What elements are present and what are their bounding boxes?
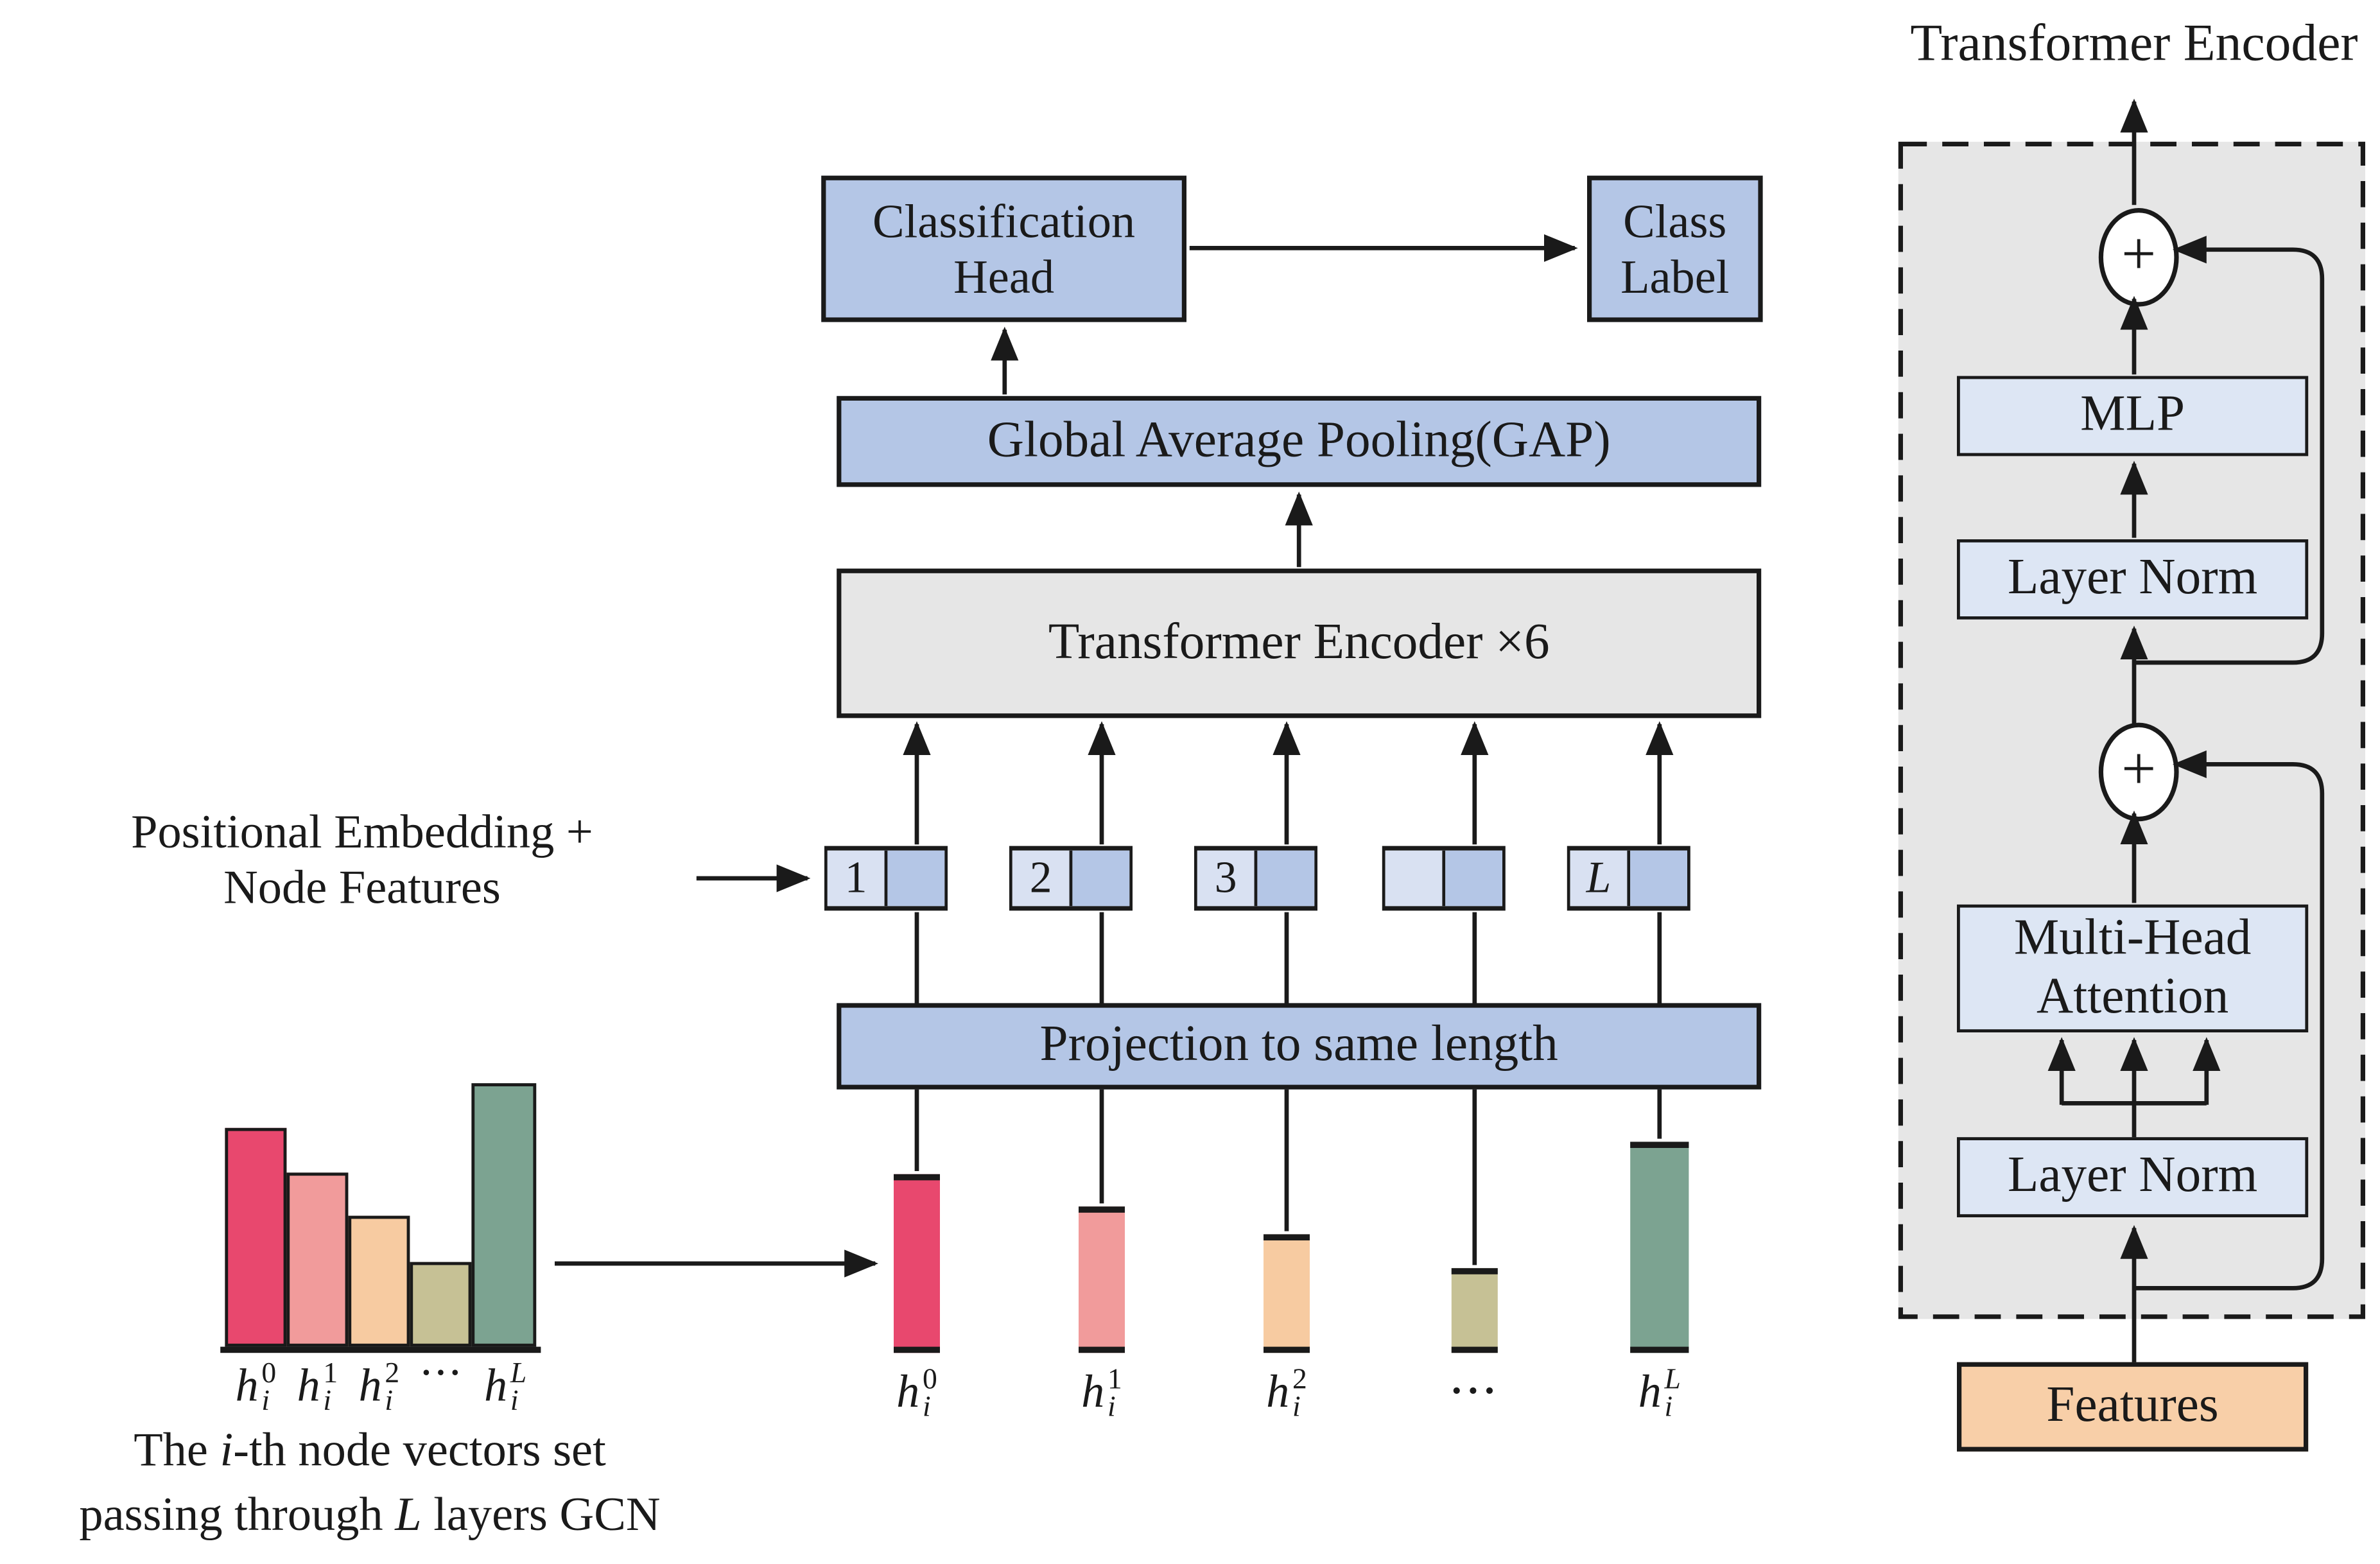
residual-add-2: +: [2098, 722, 2179, 822]
residual-add-1: +: [2098, 208, 2179, 307]
left-bar-dots: [410, 1262, 472, 1347]
gap-label: Global Average Pooling(GAP): [987, 412, 1611, 468]
vector-bar-h0: [894, 1174, 940, 1353]
token-4: [1382, 846, 1506, 911]
transformer-encoder-x6-box: Transformer Encoder ×6: [837, 568, 1762, 718]
gcn-caption-line2: passing through L layers GCN: [79, 1486, 661, 1541]
plus-icon: +: [2121, 218, 2157, 288]
class-label-2: Label: [1620, 248, 1730, 303]
vector-bar-hL: [1630, 1142, 1689, 1353]
panel-title: Transformer Encoder: [1910, 15, 2358, 73]
mlp-label: MLP: [2080, 387, 2185, 442]
layer-norm-top-box: Layer Norm: [1957, 539, 2309, 620]
layer-norm-bottom-box: Layer Norm: [1957, 1137, 2309, 1218]
left-bar-h1: [286, 1172, 349, 1347]
token-4-position-cell: [1385, 850, 1446, 907]
transformer-encoder-x6-label: Transformer Encoder ×6: [1048, 614, 1550, 670]
gcn-caption-line1: The i-th node vectors set: [134, 1422, 606, 1477]
layer-norm-top-label: Layer Norm: [2007, 550, 2258, 606]
mha-label-1: Multi-Head: [2013, 910, 2252, 966]
token-L-feature-cell: [1630, 850, 1687, 907]
token-2-position-cell: 2: [1012, 850, 1073, 907]
vector-bar-h1: [1079, 1206, 1125, 1353]
token-1-position-cell: 1: [827, 850, 888, 907]
mlp-box: MLP: [1957, 376, 2309, 456]
token-L: L: [1567, 846, 1690, 911]
gap-box: Global Average Pooling(GAP): [837, 395, 1762, 487]
vector-bar-dots: [1451, 1268, 1498, 1353]
left-bar-h0: [225, 1127, 287, 1347]
left-bar-h2: [348, 1215, 410, 1347]
multi-head-attention-box: Multi-Head Attention: [1957, 904, 2309, 1033]
vector-label-dots: ···: [1450, 1368, 1500, 1413]
pos-embed-line1: Positional Embedding +: [131, 804, 593, 858]
features-label: Features: [2046, 1377, 2219, 1434]
classification-head-label-1: Classification: [873, 194, 1136, 248]
left-bar-hL: [471, 1083, 537, 1347]
class-label-1: Class: [1623, 194, 1727, 248]
gcn-caption: The i-th node vectors set passing throug…: [0, 1418, 740, 1547]
mha-label-2: Attention: [2037, 968, 2229, 1024]
token-3: 3: [1194, 846, 1317, 911]
left-chart-baseline: [220, 1346, 541, 1353]
token-2-feature-cell: [1072, 850, 1130, 907]
features-box: Features: [1957, 1362, 2309, 1452]
token-2: 2: [1009, 846, 1133, 911]
token-1: 1: [824, 846, 948, 911]
token-4-feature-cell: [1445, 850, 1502, 907]
token-3-position-cell: 3: [1197, 850, 1258, 907]
token-L-position-cell: L: [1570, 850, 1631, 907]
projection-box: Projection to same length: [837, 1003, 1762, 1090]
left-label-dots: ···: [421, 1353, 464, 1392]
plus-icon: +: [2121, 733, 2157, 803]
layer-norm-bottom-label: Layer Norm: [2007, 1148, 2258, 1204]
vector-bar-h2: [1264, 1234, 1310, 1353]
classification-head-box: Classification Head: [821, 175, 1187, 322]
classification-head-label-2: Head: [953, 248, 1055, 303]
token-3-feature-cell: [1257, 850, 1315, 907]
class-label-box: Class Label: [1587, 175, 1763, 322]
pos-embed-annotation: Positional Embedding + Node Features: [31, 804, 693, 916]
token-1-feature-cell: [887, 850, 945, 907]
pos-embed-line2: Node Features: [223, 860, 501, 914]
projection-label: Projection to same length: [1039, 1017, 1558, 1073]
